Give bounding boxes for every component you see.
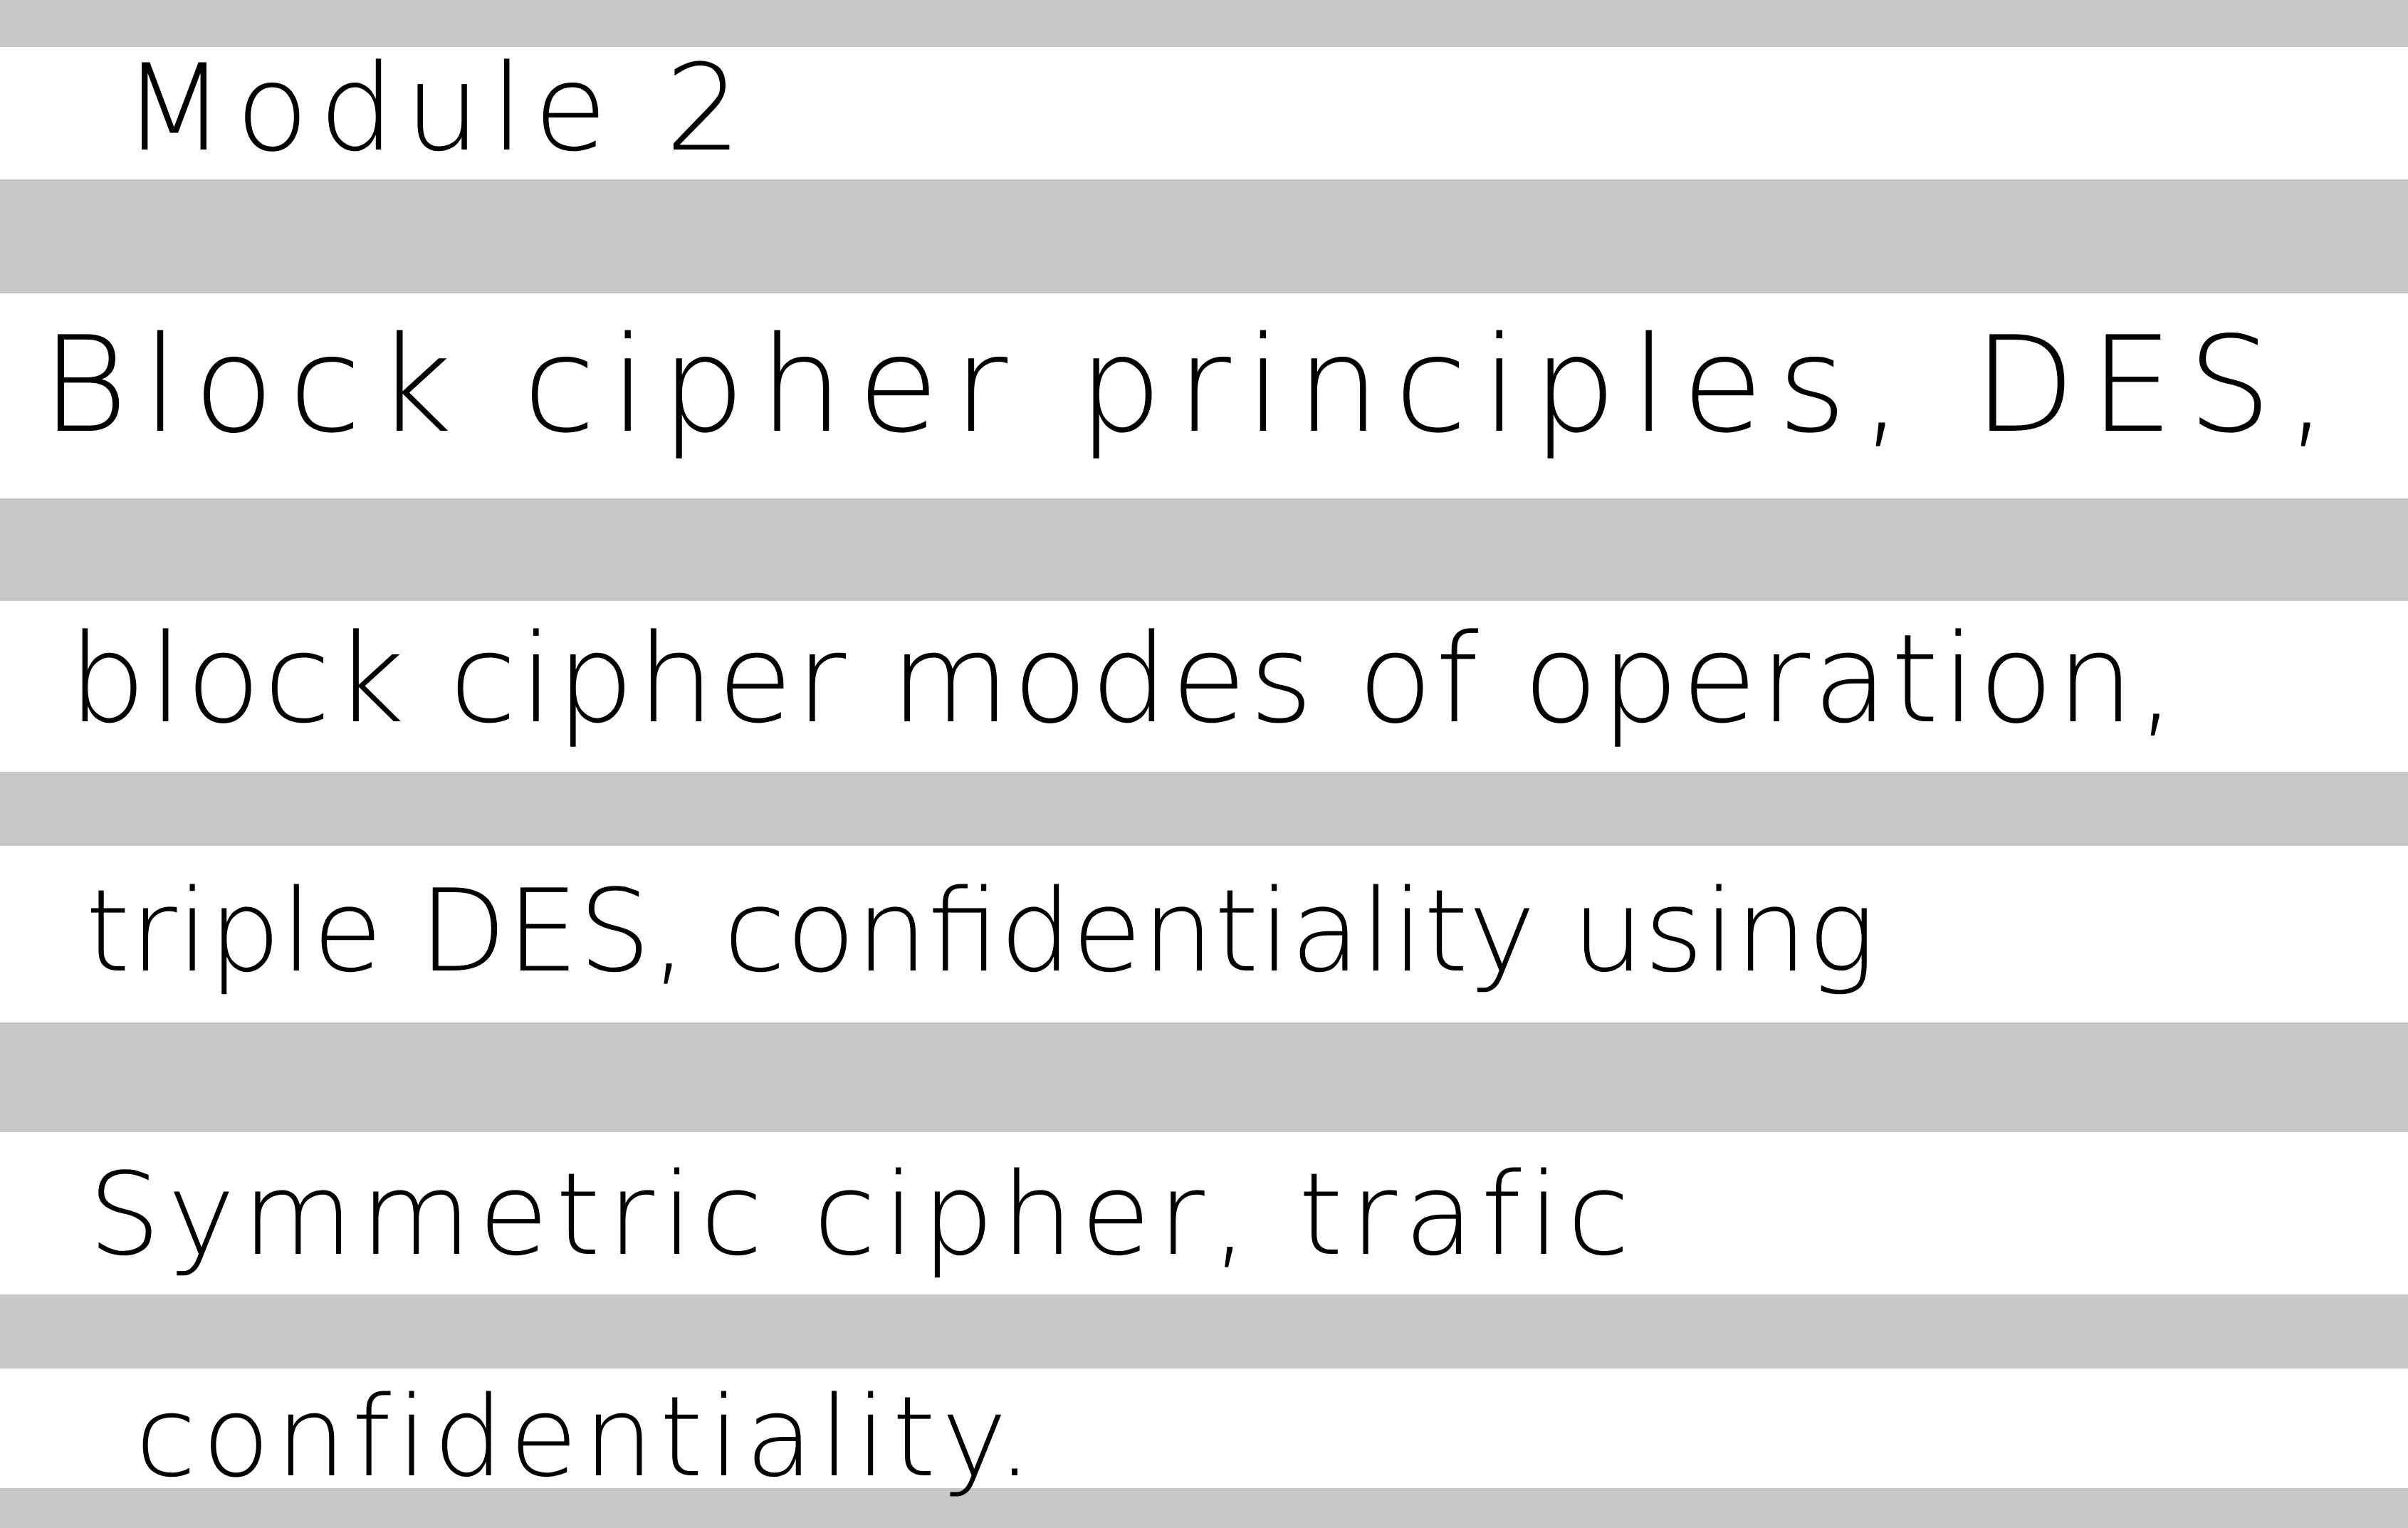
ruled-band xyxy=(0,1488,2408,1528)
ruled-band xyxy=(0,1022,2408,1132)
ruled-band xyxy=(0,772,2408,846)
note-line-1: Block cipher principles, DES, xyxy=(41,308,2342,462)
note-line-2: block cipher modes of operation, xyxy=(68,607,2179,750)
note-line-3: triple DES, confidentiality using xyxy=(85,864,1876,998)
note-line-4: Symmetric cipher, trafic xyxy=(88,1148,1637,1281)
module-heading: Module 2 xyxy=(122,38,752,178)
ruled-band xyxy=(0,0,2408,47)
ruled-band xyxy=(0,179,2408,293)
ruled-band xyxy=(0,498,2408,601)
note-line-5: confidentiality. xyxy=(135,1372,1038,1502)
ruled-band xyxy=(0,1294,2408,1369)
